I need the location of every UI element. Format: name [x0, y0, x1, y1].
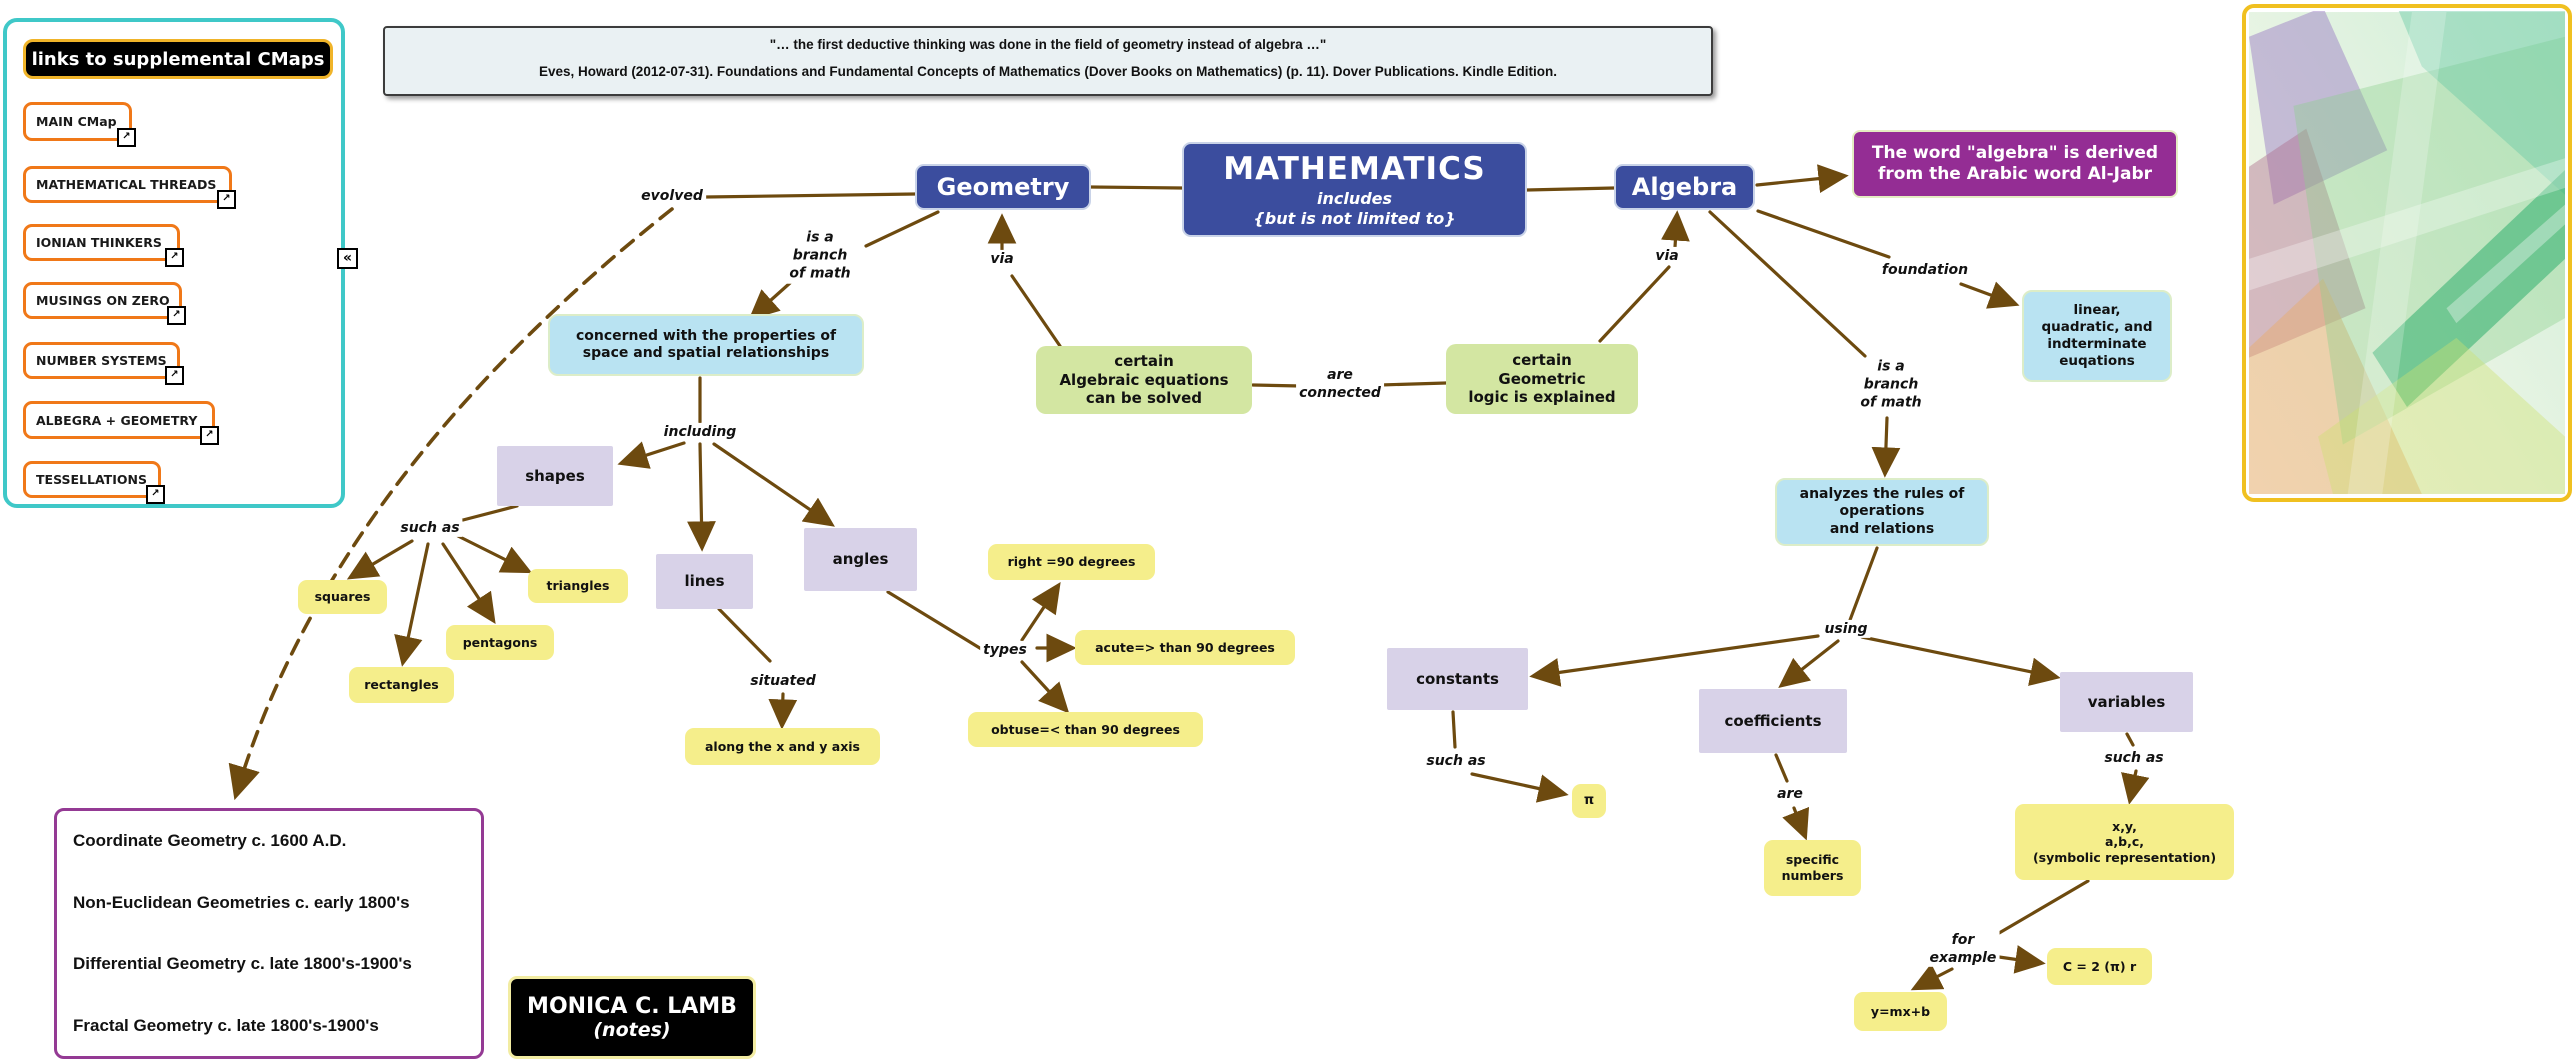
collapse-panel-icon[interactable]: «	[337, 248, 358, 269]
node-triangles[interactable]: triangles	[528, 569, 628, 603]
edges	[228, 164, 2150, 991]
node-coefficients[interactable]: coefficients	[1699, 689, 1847, 753]
link-button-musings-on-zero[interactable]: MUSINGS ON ZERO ↗	[23, 282, 186, 325]
mathematics-subtitle-2: {but is not limited to}	[1253, 208, 1456, 228]
quote-box: "… the first deductive thinking was done…	[383, 26, 1713, 96]
link-button-main-cmap[interactable]: MAIN CMap ↗	[23, 102, 136, 147]
phrase-evolved[interactable]: evolved	[638, 186, 706, 206]
link-label: NUMBER SYSTEMS	[36, 353, 167, 368]
node-acute-angle[interactable]: acute=> than 90 degrees	[1075, 630, 1295, 665]
phrase-are-connected[interactable]: are connected	[1296, 365, 1384, 403]
link-label: IONIAN THINKERS	[36, 235, 162, 250]
node-along-xy-axis[interactable]: along the x and y axis	[685, 728, 880, 765]
timeline-entry: Differential Geometry c. late 1800's-190…	[73, 954, 412, 974]
author-credit-box: MONICA C. LAMB (notes)	[508, 976, 756, 1059]
node-concerned-with-space[interactable]: concerned with the properties of space a…	[548, 314, 864, 376]
link-button-number-systems[interactable]: NUMBER SYSTEMS ↗	[23, 342, 184, 385]
links-panel-title: links to supplemental CMaps	[23, 39, 333, 79]
node-angles[interactable]: angles	[804, 528, 917, 591]
node-slope-intercept-formula[interactable]: y=mx+b	[1854, 992, 1947, 1031]
phrase-for-example[interactable]: for example	[1926, 930, 2000, 968]
phrase-such-as-shapes[interactable]: such as	[397, 518, 463, 538]
phrase-foundation[interactable]: foundation	[1878, 260, 1972, 280]
mathematics-title: MATHEMATICS	[1223, 151, 1486, 188]
node-algebraic-equations[interactable]: certain Algebraic equations can be solve…	[1036, 346, 1252, 414]
external-link-icon: ↗	[146, 485, 165, 504]
external-link-icon: ↗	[165, 366, 184, 385]
node-shapes[interactable]: shapes	[497, 446, 613, 506]
node-lines[interactable]: lines	[656, 554, 753, 609]
node-constants[interactable]: constants	[1387, 648, 1528, 710]
phrase-branch-geometry[interactable]: is a branch of math	[786, 228, 854, 284]
external-link-icon: ↗	[167, 306, 186, 325]
external-link-icon: ↗	[165, 248, 184, 267]
timeline-entry: Non-Euclidean Geometries c. early 1800's	[73, 892, 410, 912]
node-right-angle[interactable]: right =90 degrees	[988, 544, 1155, 580]
author-name: MONICA C. LAMB	[527, 994, 737, 1019]
quote-text: "… the first deductive thinking was done…	[769, 37, 1327, 52]
phrase-using[interactable]: using	[1821, 619, 1871, 639]
timeline-entry: Coordinate Geometry c. 1600 A.D.	[73, 831, 347, 850]
abstract-gradient-art	[2246, 8, 2565, 494]
geometry-timeline-box[interactable]: Coordinate Geometry c. 1600 A.D. Non-Euc…	[54, 808, 484, 1059]
node-geometry[interactable]: Geometry	[915, 164, 1091, 210]
link-label: MATHEMATICAL THREADS	[36, 177, 217, 192]
link-button-mathematical-threads[interactable]: MATHEMATICAL THREADS ↗	[23, 166, 236, 209]
evolved-dashed-link	[228, 207, 674, 801]
decorative-abstract-image	[2242, 4, 2572, 502]
node-algebra[interactable]: Algebra	[1614, 164, 1755, 210]
node-algebra-origin[interactable]: The word "algebra" is derived from the A…	[1852, 130, 2178, 198]
quote-citation: Eves, Howard (2012-07-31). Foundations a…	[539, 64, 1557, 79]
link-label: ALBEGRA + GEOMETRY	[36, 412, 198, 428]
link-label: TESSELLATIONS	[36, 472, 147, 487]
node-equation-types[interactable]: linear, quadratic, and indterminate euqa…	[2022, 290, 2172, 382]
link-label: MAIN CMap	[36, 114, 117, 129]
node-geometric-logic[interactable]: certain Geometric logic is explained	[1446, 344, 1638, 414]
mathematics-subtitle-1: includes	[1316, 188, 1393, 208]
phrase-via-algebra[interactable]: via	[1652, 246, 1682, 266]
phrase-such-as-constants[interactable]: such as	[1423, 751, 1489, 771]
link-button-albegra-geometry[interactable]: ALBEGRA + GEOMETRY ↗	[23, 401, 219, 445]
node-symbolic-representation[interactable]: x,y, a,b,c, (symbolic representation)	[2015, 804, 2234, 880]
phrase-types[interactable]: types	[980, 640, 1030, 660]
node-analyzes-rules[interactable]: analyzes the rules of operations and rel…	[1775, 478, 1989, 546]
node-pi[interactable]: π	[1572, 784, 1606, 818]
phrase-via-geometry[interactable]: via	[987, 249, 1017, 269]
timeline-entry: Fractal Geometry c. late 1800's-1900's	[73, 1015, 379, 1035]
link-button-tessellations[interactable]: TESSELLATIONS ↗	[23, 461, 165, 504]
external-link-icon: ↗	[217, 190, 236, 209]
phrase-including[interactable]: including	[660, 422, 740, 442]
node-circumference-formula[interactable]: C = 2 (π) r	[2047, 948, 2152, 985]
node-variables[interactable]: variables	[2060, 672, 2193, 732]
node-rectangles[interactable]: rectangles	[349, 667, 454, 703]
phrase-are[interactable]: are	[1774, 784, 1806, 804]
phrase-branch-algebra[interactable]: is a branch of math	[1857, 357, 1925, 413]
external-link-icon: ↗	[200, 426, 219, 445]
node-specific-numbers[interactable]: specific numbers	[1764, 840, 1861, 896]
phrase-situated[interactable]: situated	[747, 671, 819, 691]
link-label: MUSINGS ON ZERO	[36, 293, 170, 308]
links-panel: links to supplemental CMaps MAIN CMap ↗ …	[3, 18, 345, 508]
node-squares[interactable]: squares	[298, 580, 387, 614]
node-mathematics[interactable]: MATHEMATICS includes {but is not limited…	[1182, 142, 1527, 237]
node-pentagons[interactable]: pentagons	[446, 625, 554, 660]
external-link-icon: ↗	[117, 128, 136, 147]
phrase-such-as-variables[interactable]: such as	[2101, 748, 2167, 768]
link-button-ionian-thinkers[interactable]: IONIAN THINKERS ↗	[23, 224, 184, 267]
author-notes-label: (notes)	[593, 1019, 671, 1041]
node-obtuse-angle[interactable]: obtuse=< than 90 degrees	[968, 712, 1203, 747]
